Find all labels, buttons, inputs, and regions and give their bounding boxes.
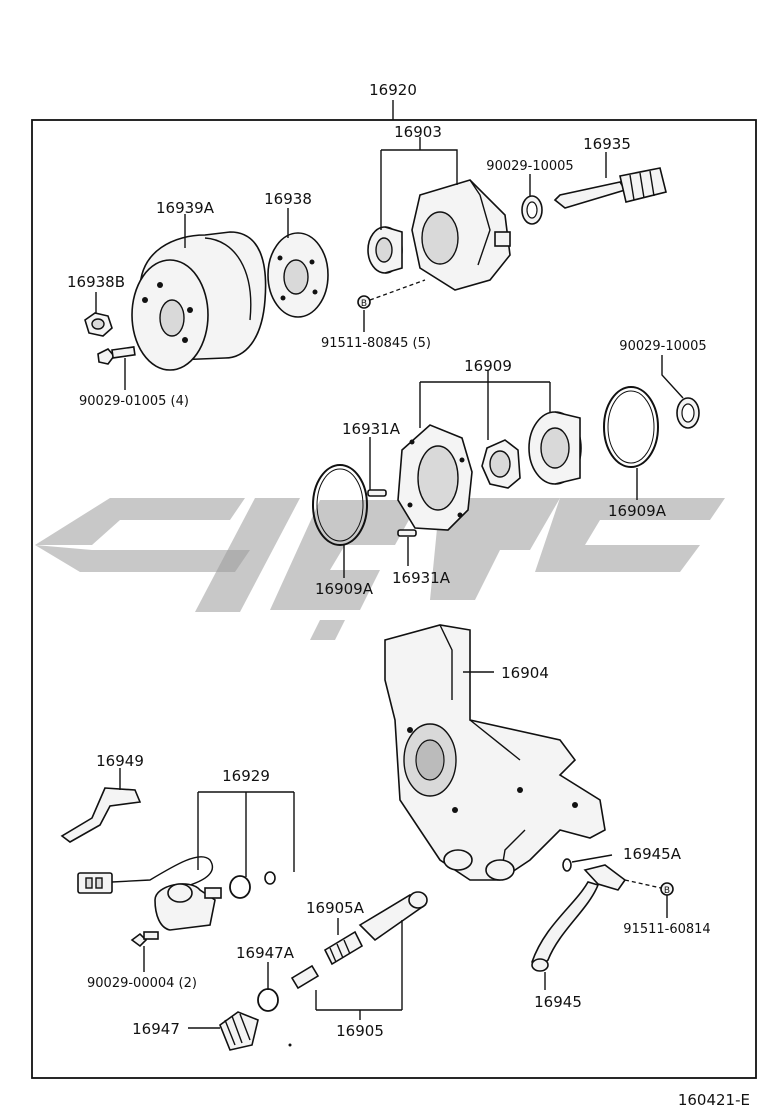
- figure-code: 160421-E: [678, 1091, 750, 1109]
- label-16938B: 16938B: [67, 273, 125, 291]
- part-91511-80845-bolt: B: [357, 279, 426, 309]
- part-16939A-housing: [131, 231, 267, 371]
- label-91511-80845: 91511-80845 (5): [321, 336, 431, 351]
- label-16905A: 16905A: [306, 899, 365, 917]
- part-16945A-gasket: [562, 858, 572, 872]
- part-16945-pipe: [531, 864, 627, 972]
- label-16931A-bottom: 16931A: [392, 569, 451, 587]
- part-16935-shaft: [553, 167, 667, 209]
- label-16947: 16947: [132, 1020, 180, 1038]
- leader-lines: [95, 137, 684, 1029]
- part-90029-10005-seal: [521, 195, 543, 225]
- label-16945A: 16945A: [623, 845, 682, 863]
- part-16903-bearing: [367, 226, 403, 274]
- part-90029-00004-bolt: [130, 931, 159, 948]
- label-16929: 16929: [222, 767, 270, 785]
- part-16929-sensor: [77, 856, 222, 931]
- svg-text:B: B: [664, 886, 670, 896]
- label-16935: 16935: [583, 135, 631, 153]
- label-16903: 16903: [394, 123, 442, 141]
- part-16929-oring-small: [264, 871, 276, 885]
- label-90029-10005-mid: 90029-10005: [619, 339, 706, 354]
- part-16949-bracket: [60, 787, 142, 843]
- label-16931A-top: 16931A: [342, 420, 401, 438]
- part-16904-front-cover: [384, 624, 606, 881]
- label-16939A: 16939A: [156, 199, 215, 217]
- part-91511-60814-bolt: B: [624, 879, 674, 896]
- label-16904: 16904: [501, 664, 549, 682]
- watermark-logo: [35, 498, 725, 640]
- part-90029-01005-bolt: [97, 346, 136, 365]
- part-16931A-pin-bottom: [397, 529, 417, 537]
- label-90029-10005-top: 90029-10005: [486, 159, 573, 174]
- label-16938: 16938: [264, 190, 312, 208]
- label-16909A-left: 16909A: [315, 580, 374, 598]
- part-90029-10005-seal-mid: [676, 397, 700, 429]
- part-16909-outer-rotor: [528, 411, 582, 485]
- part-16929-oring-large: [229, 875, 251, 899]
- svg-text:B: B: [361, 299, 367, 309]
- part-16947-plug: [219, 1011, 259, 1051]
- label-16909A-right: 16909A: [608, 502, 667, 520]
- part-16909A-oring-right: [603, 386, 659, 468]
- part-16905-relief-valve: [290, 891, 428, 990]
- label-90029-00004: 90029-00004 (2): [87, 976, 197, 991]
- label-16949: 16949: [96, 752, 144, 770]
- part-16938-flange: [267, 232, 329, 318]
- label-16905: 16905: [336, 1022, 384, 1040]
- label-16947A: 16947A: [236, 944, 295, 962]
- label-16920: 16920: [369, 81, 417, 99]
- label-90029-01005: 90029-01005 (4): [79, 394, 189, 409]
- assembly-frame: [31, 119, 757, 1079]
- part-small-dot: [288, 1043, 292, 1047]
- part-16909A-oring-left: [312, 464, 368, 546]
- part-16938B-nut: [84, 312, 113, 337]
- label-16909: 16909: [464, 357, 512, 375]
- label-91511-60814: 91511-60814: [623, 922, 710, 937]
- part-16903-housing: [411, 179, 511, 291]
- part-16931A-pin-top: [367, 489, 387, 497]
- label-16945: 16945: [534, 993, 582, 1011]
- part-16947A-oring: [257, 988, 279, 1012]
- part-16909-inner-gear: [481, 439, 521, 489]
- part-16909-pump-body: [397, 424, 473, 531]
